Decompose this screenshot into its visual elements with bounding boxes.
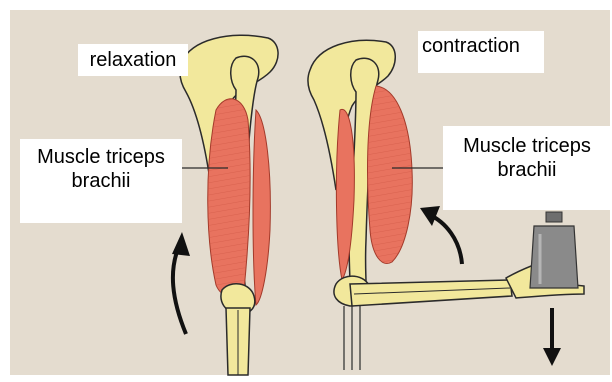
right-triceps-label-line1: Muscle triceps [443,134,611,158]
curved-arrow-left-icon [420,206,462,264]
left-triceps-label: Muscle triceps brachii [20,139,182,223]
left-triceps-label-line1: Muscle triceps [20,145,182,169]
left-arm [180,35,278,375]
relaxation-label: relaxation [78,44,188,76]
right-triceps-label: Muscle triceps brachii [443,126,611,210]
curved-arrow-up-icon [172,232,190,334]
left-biceps-muscle [253,110,270,305]
contraction-label: contraction [418,31,544,73]
right-triceps-label-line2: brachii [443,158,611,182]
left-triceps-fibers [208,99,250,297]
left-triceps-label-line2: brachii [20,169,182,193]
weight-icon [530,212,578,288]
down-arrow-icon [543,308,561,366]
